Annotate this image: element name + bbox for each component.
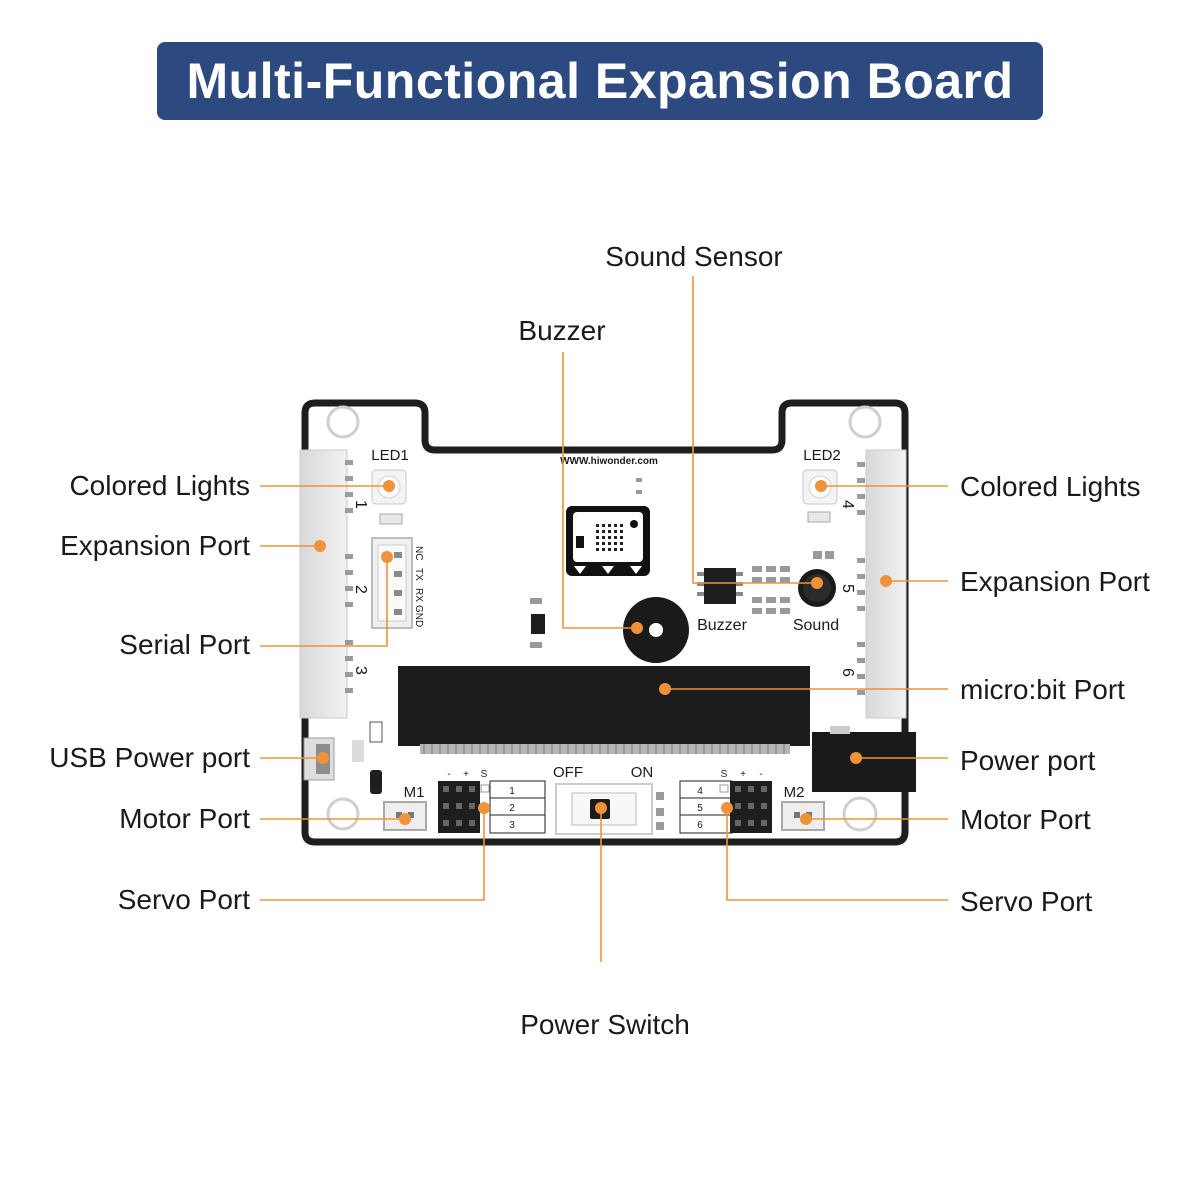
label-motor-port-left: Motor Port [119, 803, 250, 834]
servo-right-num-6: 6 [697, 820, 703, 831]
servo-left-num-1: 1 [509, 786, 515, 797]
power-jack [812, 726, 916, 792]
label-motor-port-right: Motor Port [960, 804, 1091, 835]
board-buzzer-label: Buzzer [697, 617, 747, 634]
servo-left-num-3: 3 [509, 820, 515, 831]
port-number-1: 1 [352, 500, 369, 509]
led1-label: LED1 [371, 447, 409, 464]
serial-port-connector [371, 537, 413, 629]
microbit-logo [566, 506, 650, 576]
servo-header-right [679, 780, 772, 834]
switch-off-label: OFF [553, 764, 583, 781]
sound-sensor-ic [697, 568, 743, 604]
label-colored-lights-right: Colored Lights [960, 471, 1141, 502]
label-servo-port-right: Servo Port [960, 886, 1093, 917]
leader-lines [260, 276, 948, 962]
buzzer-component [623, 597, 689, 663]
servo-right-num-5: 5 [697, 803, 703, 814]
label-serial-port: Serial Port [119, 629, 250, 660]
serial-pin-tx: TX [413, 568, 424, 581]
expansion-port-left [299, 449, 353, 719]
servo-left-num-2: 2 [509, 803, 515, 814]
leader-buzzer [562, 352, 637, 629]
servo-left-plus: + [463, 769, 469, 780]
leader-sound-sensor [692, 276, 817, 584]
servo-right-plus: + [740, 769, 746, 780]
label-servo-port-left: Servo Port [117, 884, 250, 915]
label-expansion-port-left: Expansion Port [60, 530, 250, 561]
leader-serial-port [260, 557, 388, 647]
label-expansion-port-right: Expansion Port [960, 566, 1150, 597]
serial-pin-gnd: GND [413, 605, 424, 627]
serial-pin-nc: NC [413, 546, 424, 560]
label-power-switch: Power Switch [520, 1009, 690, 1040]
m1-label: M1 [404, 784, 425, 801]
port-number-6: 6 [839, 668, 856, 677]
leader-servo-port-left [260, 808, 485, 901]
switch-on-label: ON [631, 764, 654, 781]
servo-left-minus: - [447, 769, 450, 780]
label-sound-sensor: Sound Sensor [605, 241, 783, 272]
servo-right-s: S [721, 769, 728, 780]
m2-label: M2 [784, 784, 805, 801]
label-buzzer: Buzzer [518, 315, 606, 346]
servo-header-left [438, 780, 546, 834]
serial-pin-rx: RX [413, 588, 424, 602]
small-components [530, 478, 834, 830]
board-sound-label: Sound [793, 617, 839, 634]
mounting-holes [326, 405, 882, 832]
leader-dots [314, 480, 892, 825]
label-usb-power-port: USB Power port [49, 742, 250, 773]
servo-right-minus: - [759, 769, 762, 780]
port-number-2: 2 [352, 585, 369, 594]
title-banner: Multi-Functional Expansion Board [157, 42, 1043, 120]
port-number-5: 5 [839, 584, 856, 593]
leader-servo-port-right [726, 808, 948, 901]
servo-left-s: S [481, 769, 488, 780]
label-colored-lights-left: Colored Lights [69, 470, 250, 501]
label-microbit-port: micro:bit Port [960, 674, 1125, 705]
page-title: Multi-Functional Expansion Board [186, 53, 1014, 109]
port-number-4: 4 [839, 500, 856, 509]
board-url: WWW.hiwonder.com [560, 456, 658, 467]
microbit-slot [398, 666, 810, 754]
servo-right-num-4: 4 [697, 786, 703, 797]
led2-label: LED2 [803, 447, 841, 464]
label-power-port: Power port [960, 745, 1096, 776]
port-number-3: 3 [352, 666, 369, 675]
